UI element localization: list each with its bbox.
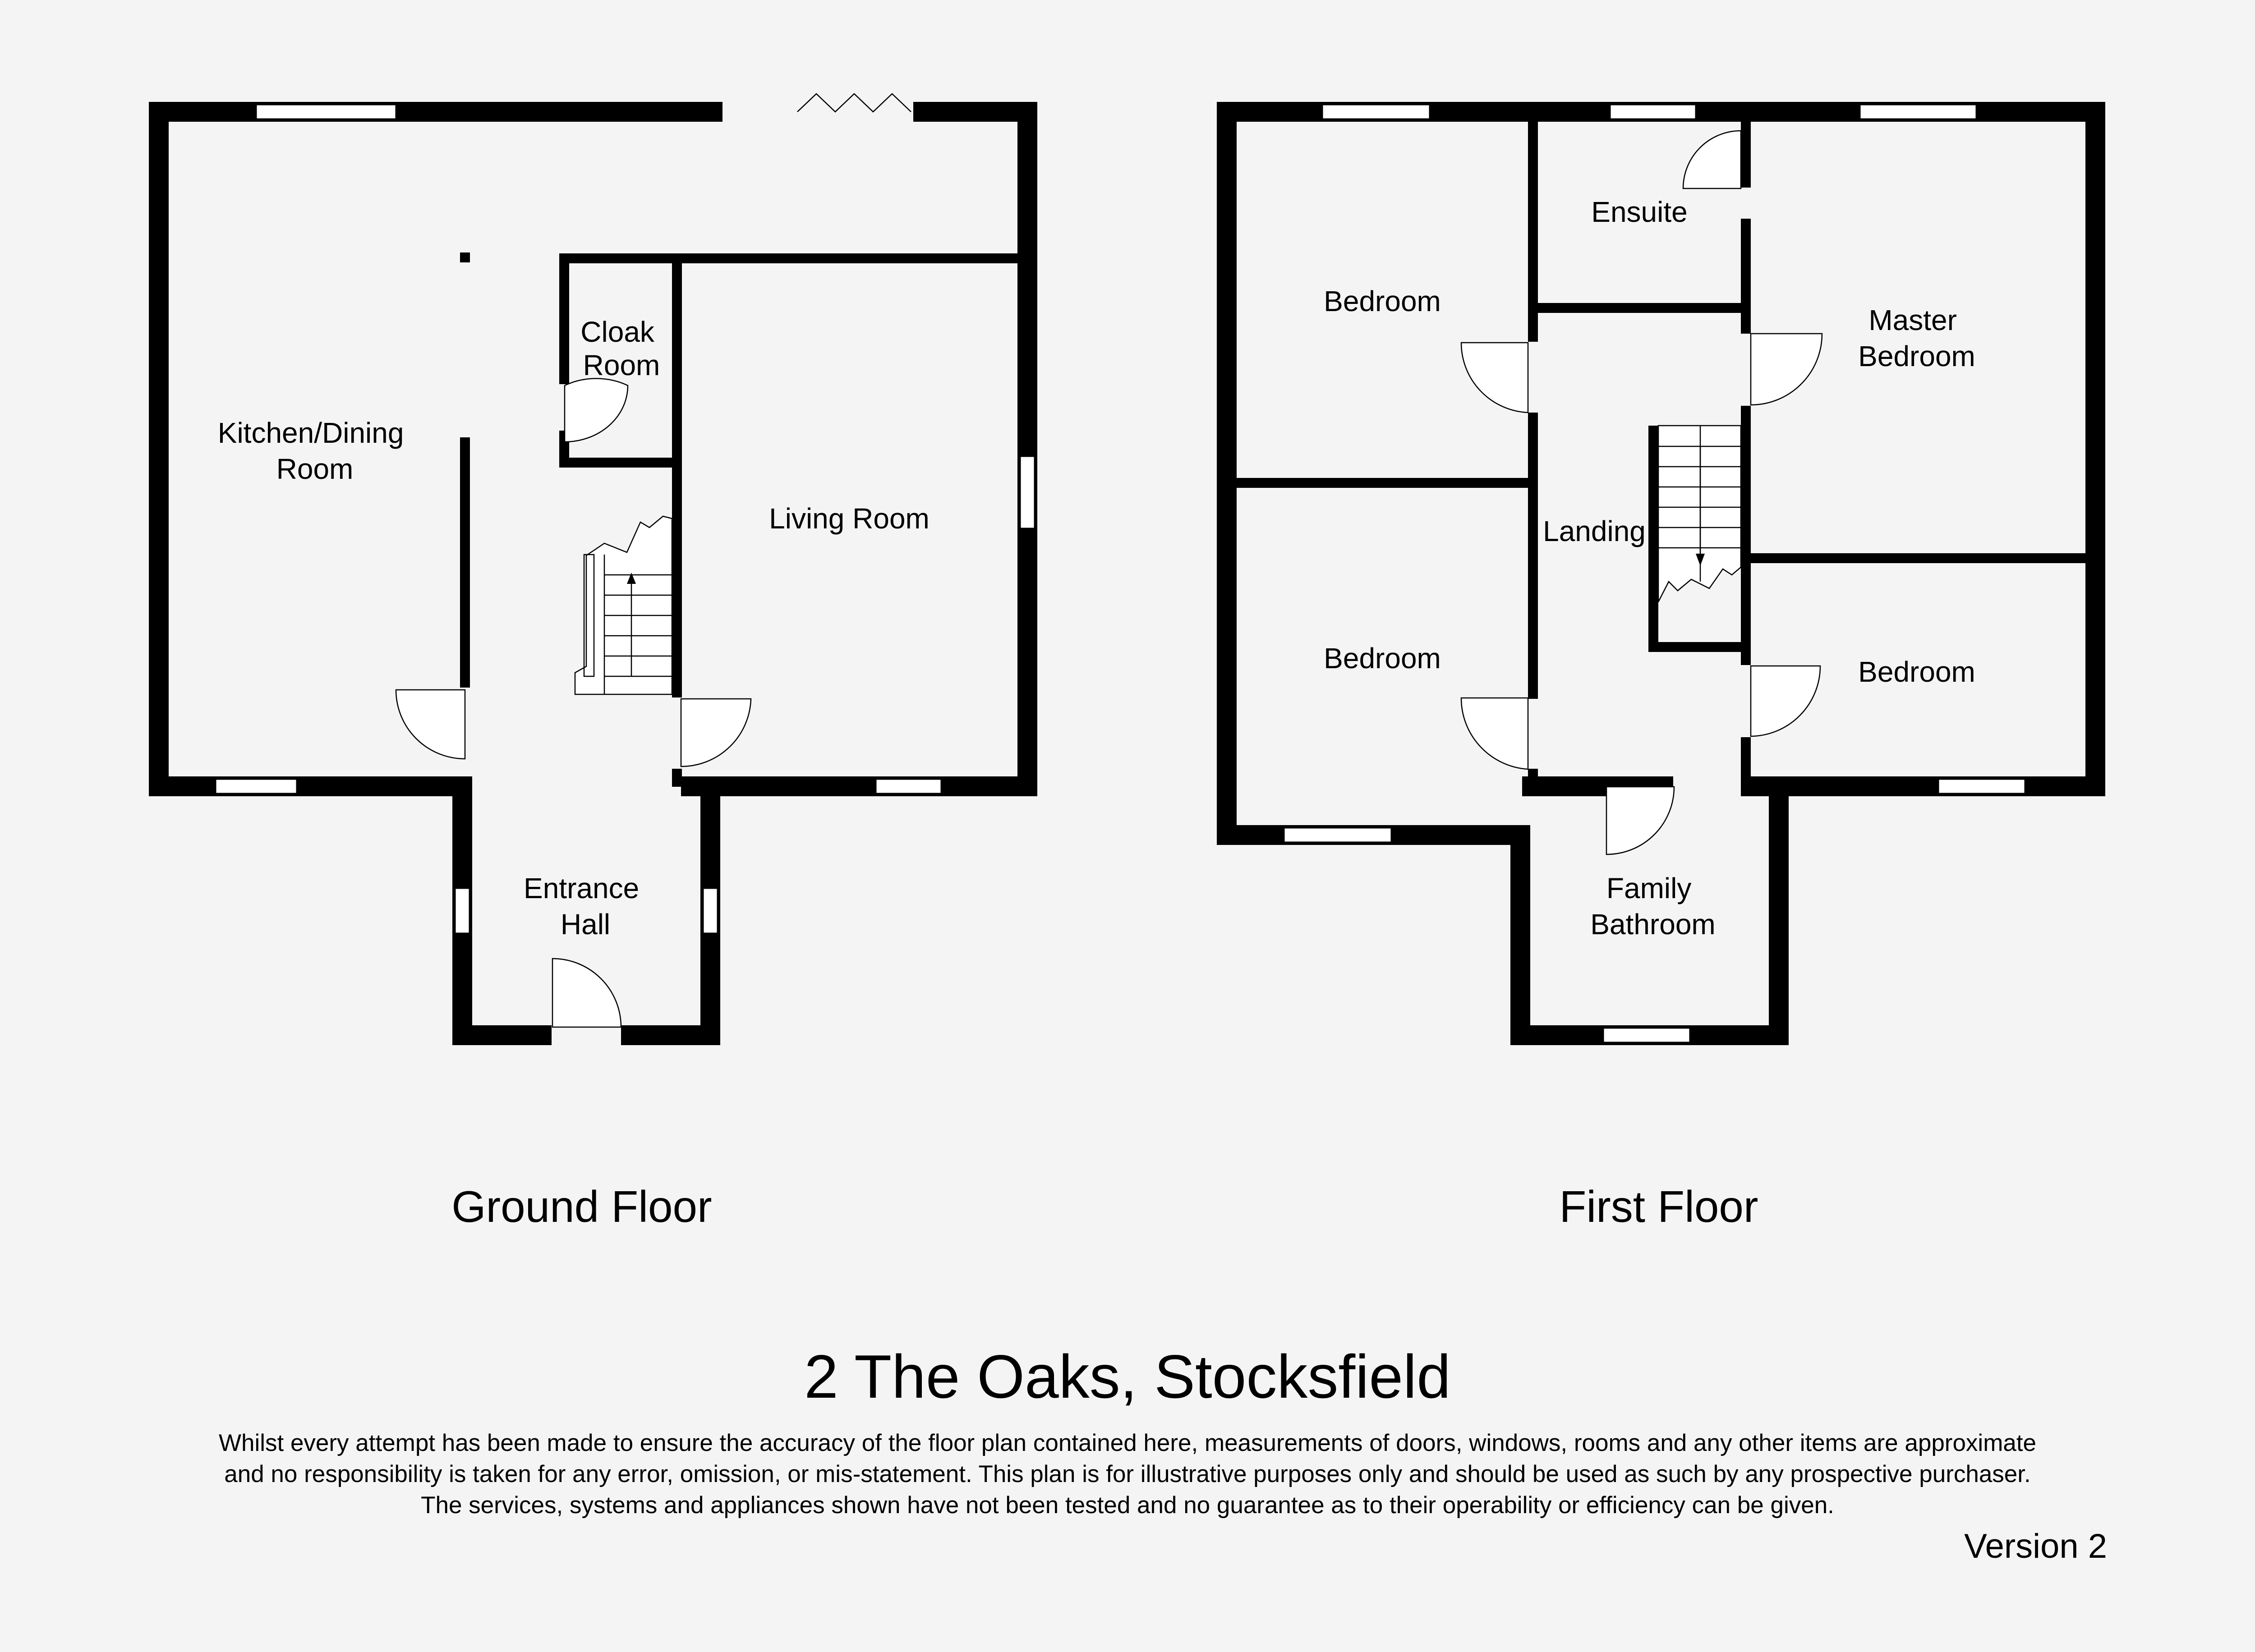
ground-floor-plan: Kitchen/Dining Room Cloak Room Living Ro… <box>149 93 1037 1045</box>
window <box>875 778 942 794</box>
window <box>215 778 298 794</box>
disclaimer-line: Whilst every attempt has been made to en… <box>219 1430 2036 1456</box>
window <box>1937 778 2026 794</box>
room-label-bedroom-bottom-left: Bedroom <box>1324 642 1441 675</box>
door-icon <box>1682 130 1742 189</box>
window <box>702 887 718 934</box>
window <box>1019 455 1035 529</box>
window <box>1602 1027 1691 1043</box>
door-icon <box>564 378 629 443</box>
disclaimer-line: and no responsibility is taken for any e… <box>224 1461 2031 1487</box>
window <box>1859 104 1977 120</box>
room-label-cloak-room: Cloak Room <box>580 316 662 381</box>
door-icon <box>395 689 466 760</box>
room-label-master-bedroom: Master Bedroom <box>1858 304 1975 372</box>
door-icon <box>1460 697 1529 770</box>
door-icon <box>1460 342 1529 413</box>
room-label-landing: Landing <box>1543 515 1646 547</box>
door-icon <box>1750 665 1821 737</box>
room-label-kitchen-dining: Kitchen/Dining Room <box>218 417 412 485</box>
disclaimer-line: The services, systems and appliances sho… <box>421 1492 1834 1519</box>
floor-label-ground: Ground Floor <box>451 1182 712 1231</box>
window <box>1609 104 1697 120</box>
door-icon <box>1750 333 1823 406</box>
first-floor-plan: Bedroom Ensuite Master Bedroom Landing B… <box>1217 102 2105 1045</box>
floor-label-first: First Floor <box>1560 1182 1758 1231</box>
room-label-bedroom-right: Bedroom <box>1858 656 1975 688</box>
room-label-family-bathroom: Family Bathroom <box>1590 872 1715 941</box>
staircase-icon <box>1657 425 1742 602</box>
window <box>454 887 470 934</box>
property-title: 2 The Oaks, Stocksfield <box>804 1342 1451 1411</box>
room-label-entrance-hall: Entrance Hall <box>524 872 647 941</box>
window <box>255 104 397 120</box>
staircase-icon <box>574 515 673 695</box>
room-label-living-room: Living Room <box>769 502 930 535</box>
room-label-bedroom-top-left: Bedroom <box>1324 285 1441 317</box>
door-icon <box>680 698 752 767</box>
version-label: Version 2 <box>1964 1527 2107 1565</box>
door-icon <box>552 958 622 1028</box>
room-label-ensuite: Ensuite <box>1591 196 1687 228</box>
window <box>1283 827 1392 843</box>
window <box>1321 104 1431 120</box>
door-icon <box>1606 786 1675 855</box>
bifold-door-icon <box>797 93 911 113</box>
